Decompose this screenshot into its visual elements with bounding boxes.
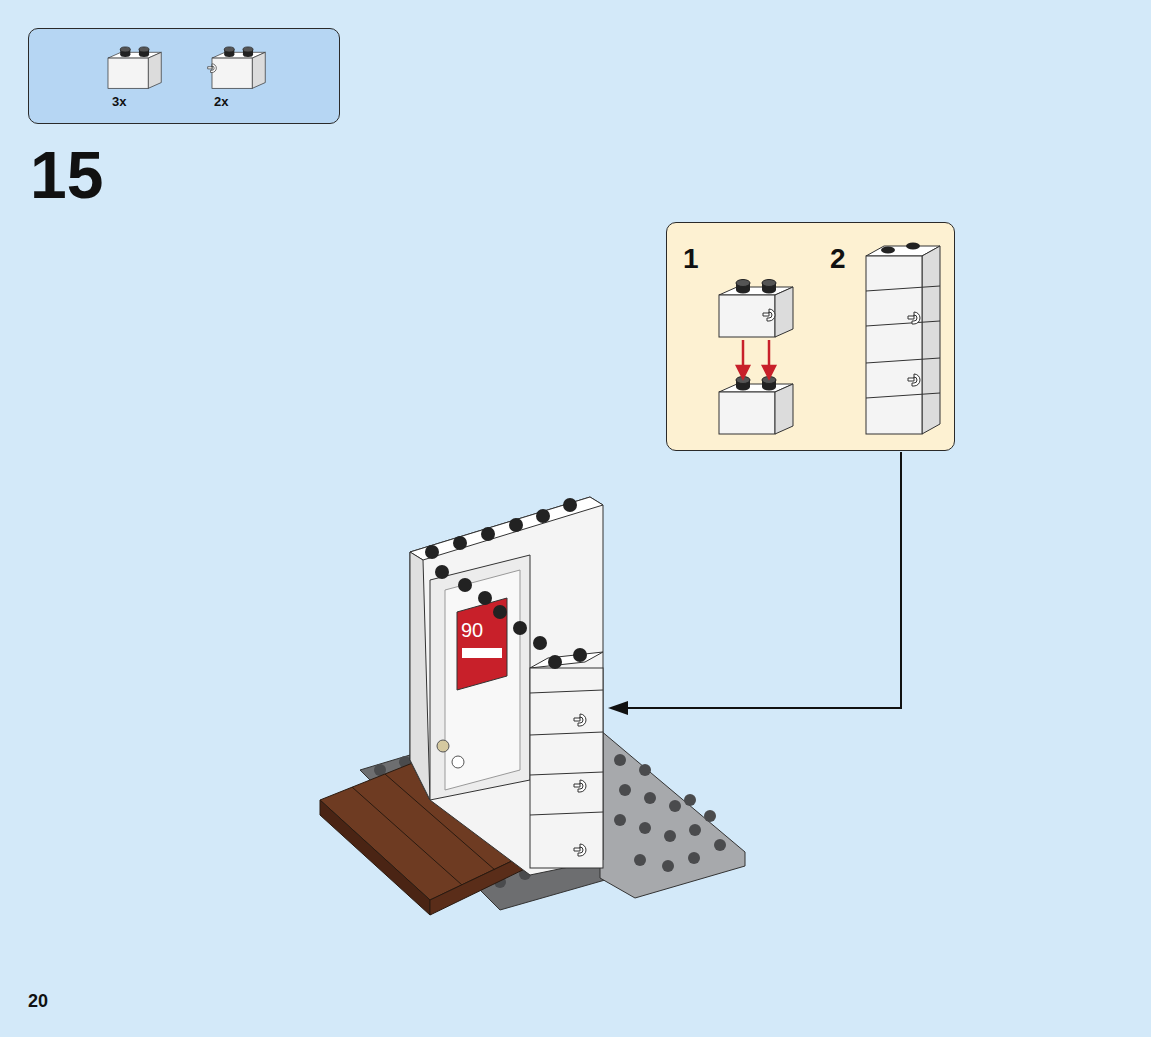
sign-text: 90: [461, 620, 483, 640]
parts-brick: [108, 47, 161, 88]
model: [320, 497, 745, 915]
clip-brick: [719, 280, 793, 338]
page-number: 20: [28, 992, 48, 1010]
parts-list-box: 3x 2x: [28, 28, 340, 124]
callout-arrow: [608, 452, 901, 715]
part-quantity: 2x: [214, 95, 228, 108]
base-brick: [719, 377, 793, 435]
substep-number: 2: [830, 245, 846, 273]
part-quantity: 3x: [112, 95, 126, 108]
parts-clip-brick: [208, 47, 266, 88]
brick-column: [866, 243, 940, 435]
step-number: 15: [30, 142, 103, 208]
substep-number: 1: [683, 245, 699, 273]
red-arrows: [737, 340, 775, 378]
